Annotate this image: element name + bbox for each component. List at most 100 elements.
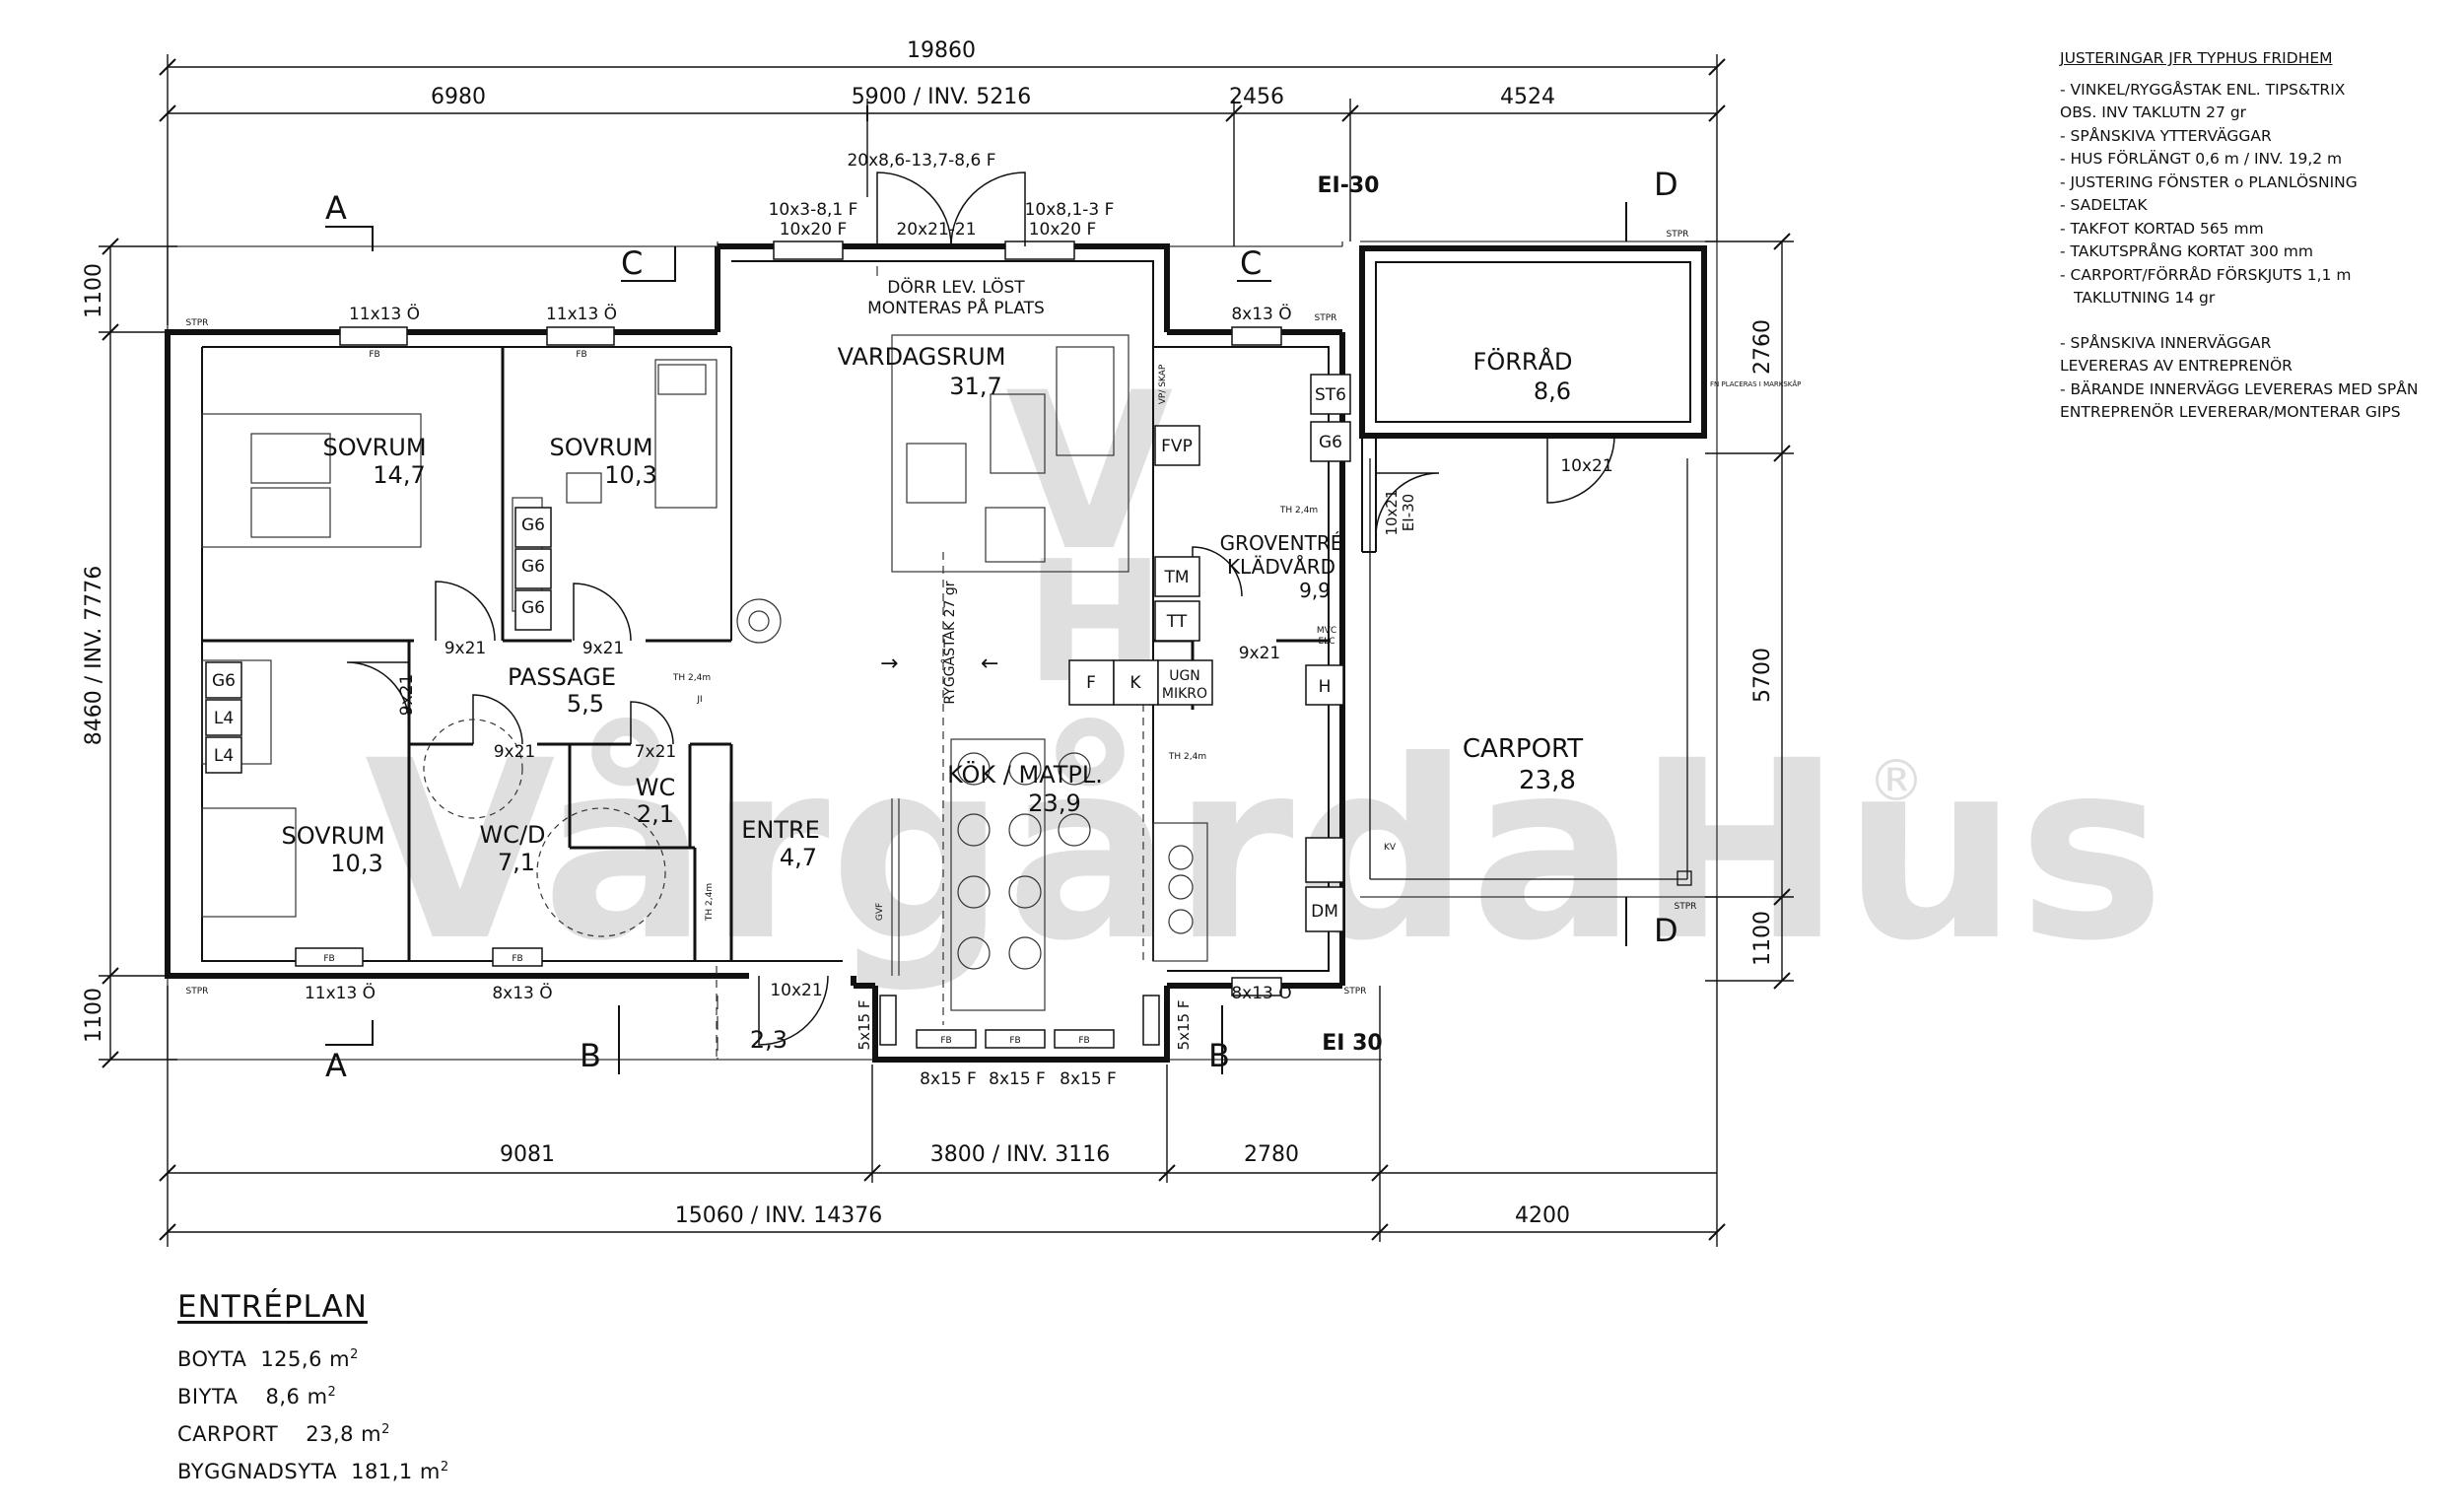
room-wcd-name: WC/D <box>479 821 545 849</box>
room-carport-name: CARPORT <box>1463 734 1583 764</box>
fixture-mikro: MIKRO <box>1162 686 1207 702</box>
fixture-fb-1: FB <box>369 350 379 360</box>
fixture-st6: ST6 <box>1315 385 1346 405</box>
room-sovrum-2-name: SOVRUM <box>549 434 652 461</box>
notes-item: - SPÅNSKIVA YTTERVÄGGAR <box>2060 126 2272 145</box>
fixture-vp: VP/ SKAP <box>1158 364 1168 404</box>
fixture-fb-6: FB <box>1009 1036 1020 1046</box>
dimension-lines <box>99 54 1794 1247</box>
roof-pitch-label: RYGGÅSTAK 27 gr <box>941 581 958 704</box>
fixture-l4-2: L4 <box>214 746 234 766</box>
window-label-4: 20x8,6-13,7-8,6 F <box>847 151 995 171</box>
window-label-10: 8x15 F <box>920 1069 977 1089</box>
door-label-2: 9x21 <box>582 639 625 658</box>
door-label-9b: EI-30 <box>1400 494 1417 531</box>
window-label-13: 5x15 F <box>856 1000 873 1051</box>
fixture-th-3: TH 2,4m <box>1168 752 1206 762</box>
room-wcd-area: 7,1 <box>498 849 535 876</box>
notes-item: - HUS FÖRLÄNGT 0,6 m / INV. 19,2 m <box>2060 150 2343 168</box>
dim-left-top: 1100 <box>82 263 106 318</box>
fn-note: FN PLACERAS I MARKSKÅP <box>1710 379 1801 388</box>
room-forrad-area: 8,6 <box>1534 378 1571 405</box>
section-c-left: C <box>621 244 643 282</box>
window-label-5b: 10x20 F <box>1029 220 1097 240</box>
fixture-tt: TT <box>1166 612 1188 632</box>
room-groventre-name: GROVENTRÉ <box>1220 531 1343 555</box>
room-passage-name: PASSAGE <box>508 663 616 691</box>
door-label-3: 9x21 <box>397 674 417 717</box>
room-passage-area: 5,5 <box>567 690 604 718</box>
fixture-elc: ELC <box>1319 637 1335 647</box>
door-note-line-1: DÖRR LEV. LÖST <box>887 276 1025 298</box>
room-kok-name: KÖK / MATPL. <box>947 760 1103 789</box>
notes-item: - CARPORT/FÖRRÅD FÖRSKJUTS 1,1 m <box>2060 265 2352 284</box>
fixture-stpr-6: STPR <box>1675 902 1697 912</box>
room-wc-name: WC <box>636 774 676 801</box>
door-label-9: 10x21 <box>1383 489 1401 535</box>
watermark-text: VårgårdaHus <box>365 708 2164 995</box>
notes-item: - VINKEL/RYGGÅSTAK ENL. TIPS&TRIX <box>2060 80 2346 99</box>
watermark-registered-mark: ® <box>1868 747 1925 814</box>
window-label-2: 11x13 Ö <box>546 303 617 324</box>
fixture-g6-1: G6 <box>521 515 545 535</box>
window-label-11: 8x15 F <box>989 1069 1046 1089</box>
misc-labels: DÖRR LEV. LÖST MONTERAS PÅ PLATS RYGGÅST… <box>867 173 1801 1056</box>
window-label-9: 8x13 Ö <box>1231 982 1291 1003</box>
carport-label: CARPORT <box>177 1422 279 1446</box>
unit-superscript: 2 <box>440 1460 449 1475</box>
windows <box>295 240 1282 1049</box>
room-sovrum-3-name: SOVRUM <box>281 822 384 850</box>
fixture-g6-4: G6 <box>212 671 236 691</box>
section-d-top: D <box>1654 166 1678 203</box>
notes-item: - TAKUTSPRÅNG KORTAT 300 mm <box>2060 242 2313 260</box>
room-kok-area: 23,9 <box>1028 790 1080 817</box>
room-labels: SOVRUM 14,7 SOVRUM 10,3 SOVRUM 10,3 VARD… <box>281 343 1583 1054</box>
room-outside-area: 2,3 <box>750 1026 787 1054</box>
dim-bottom-1: 9081 <box>500 1142 555 1167</box>
door-label-7: 9x21 <box>1239 644 1281 663</box>
fixture-mvc: MVC <box>1317 626 1336 636</box>
roof-dashed-lines <box>717 266 878 1060</box>
fixture-g6-3: G6 <box>521 598 545 618</box>
fixture-kv: KV <box>1384 843 1397 853</box>
fixture-h: H <box>1319 677 1332 697</box>
fixture-fb-4: FB <box>512 954 522 964</box>
door-label-5: 7x21 <box>635 742 677 762</box>
fixture-stpr-3: STPR <box>1315 313 1337 323</box>
dim-bottom-total-house: 15060 / INV. 14376 <box>675 1203 883 1228</box>
section-d-bottom: D <box>1654 912 1678 949</box>
notes-item: - JUSTERING FÖNSTER o PLANLÖSNING <box>2060 172 2358 191</box>
dim-top-1: 6980 <box>431 85 486 109</box>
section-b-right: B <box>1208 1037 1230 1074</box>
carport-outline <box>1369 458 1692 886</box>
dim-bottom-3: 2780 <box>1244 1142 1299 1167</box>
room-sovrum-1-name: SOVRUM <box>322 434 426 461</box>
arrow-right-icon: → <box>880 652 898 676</box>
notes-item: LEVERERAS AV ENTREPRENÖR <box>2060 357 2293 375</box>
room-sovrum-3-area: 10,3 <box>330 850 382 877</box>
window-label-5: 10x8,1-3 F <box>1025 200 1115 220</box>
room-groventre-name-2: KLÄDVÅRD <box>1227 555 1335 579</box>
room-forrad-name: FÖRRÅD <box>1473 347 1573 376</box>
window-label-6: 8x13 Ö <box>1231 303 1291 324</box>
biyta-value: 8,6 m <box>265 1385 328 1408</box>
window-label-8: 8x13 Ö <box>492 982 552 1003</box>
fixture-labels: G6 G6 G6 G6 L4 L4 ST6 G6 FVP TM TT F K U… <box>186 230 1697 1046</box>
window-label-7: 11x13 Ö <box>305 982 376 1003</box>
door-label-1: 9x21 <box>445 639 487 658</box>
fixture-fvp: FVP <box>1161 437 1193 456</box>
notes-item: - BÄRANDE INNERVÄGG LEVERERAS MED SPÅN <box>2060 379 2419 398</box>
window-label-1: 11x13 Ö <box>349 303 420 324</box>
arrow-left-icon: ← <box>981 652 998 676</box>
biyta-label: BIYTA <box>177 1385 239 1408</box>
dim-top-3: 2456 <box>1229 85 1284 109</box>
adjustment-notes: JUSTERINGAR JFR TYPHUS FRIDHEM - VINKEL/… <box>2060 47 2454 425</box>
fire-rating-bottom: EI 30 <box>1322 1031 1383 1056</box>
dimension-labels: 19860 6980 5900 / INV. 5216 2456 4524 90… <box>82 38 1775 1228</box>
fixture-g6-2: G6 <box>521 557 545 577</box>
carport-value: 23,8 m <box>306 1422 382 1446</box>
plan-title: ENTRÉPLAN <box>177 1289 368 1325</box>
dim-top-total: 19860 <box>907 38 976 63</box>
